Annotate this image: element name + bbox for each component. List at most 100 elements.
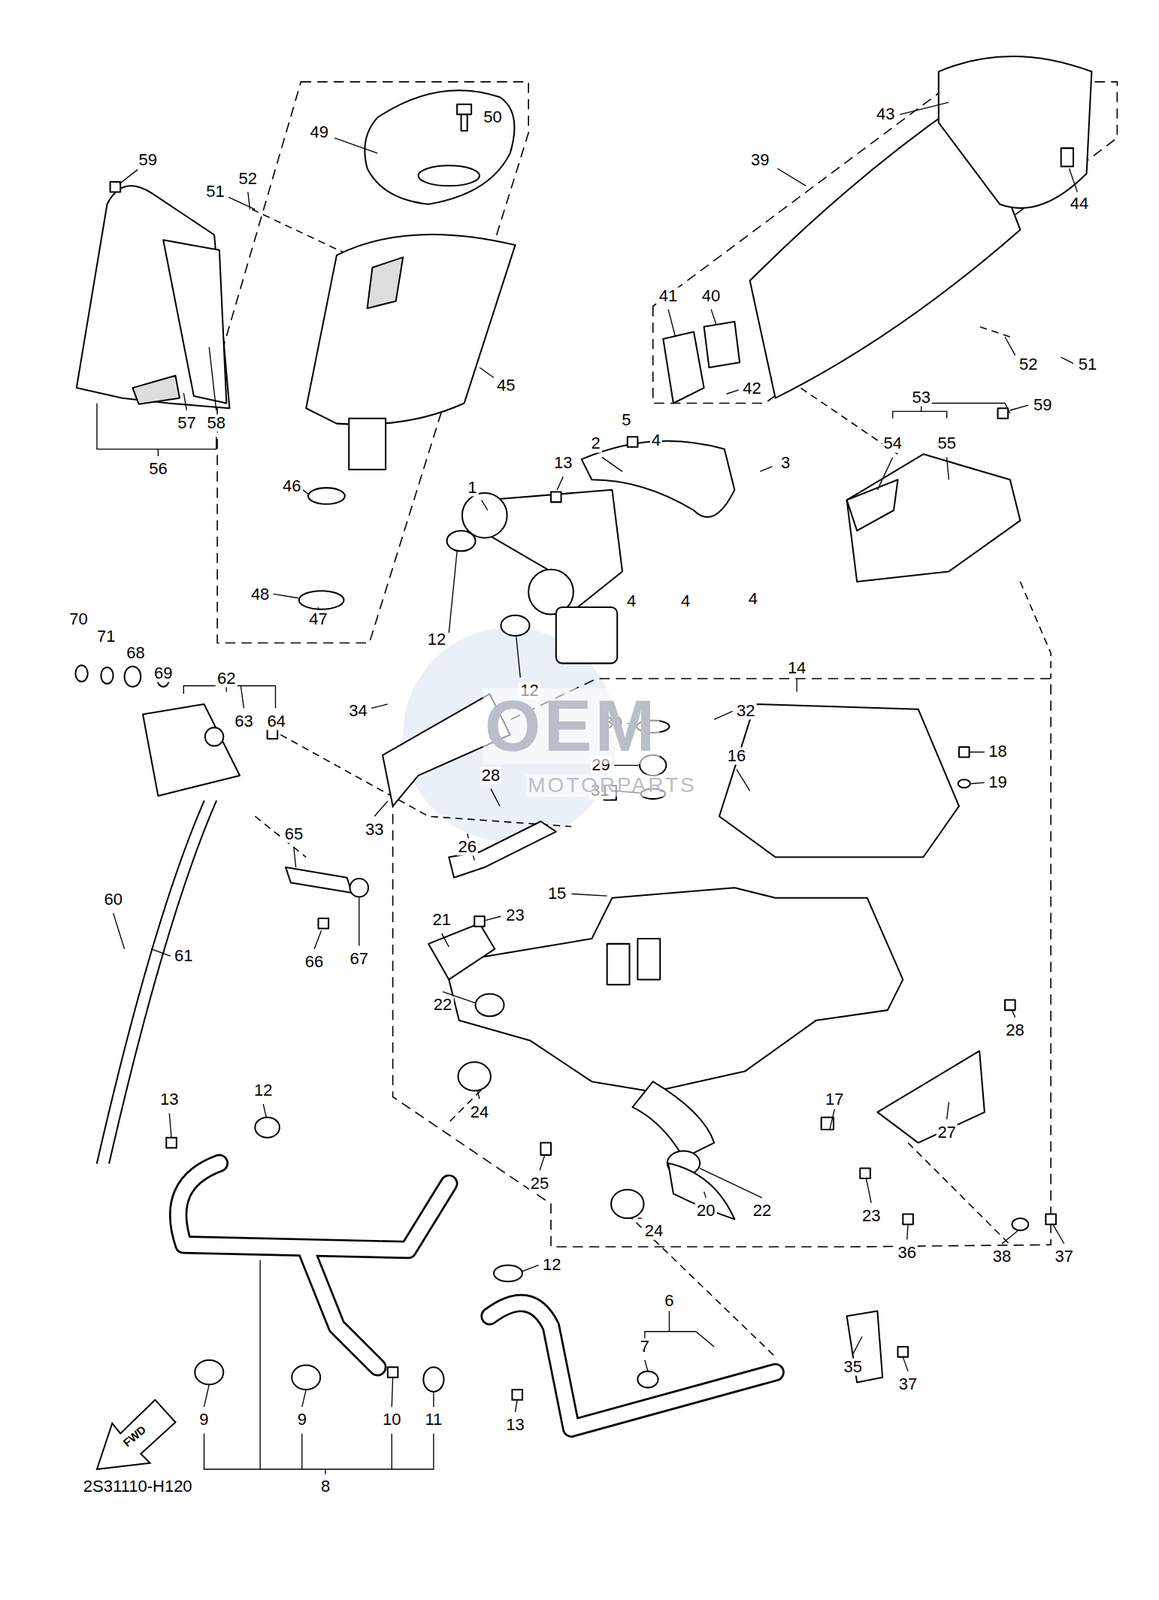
leader-line bbox=[556, 476, 563, 491]
leader-line bbox=[324, 1469, 326, 1475]
leader-line bbox=[736, 769, 751, 792]
callout-number: 3 bbox=[779, 454, 792, 473]
callout-number: 25 bbox=[529, 1174, 551, 1193]
pipe-fitting bbox=[423, 1367, 444, 1393]
leader-line bbox=[969, 751, 985, 753]
leader-line bbox=[637, 1217, 642, 1219]
leader-line bbox=[777, 168, 806, 186]
part-outline bbox=[205, 727, 224, 746]
part-outline bbox=[632, 1081, 715, 1159]
leader-line bbox=[699, 1168, 763, 1199]
leader-line bbox=[302, 490, 309, 494]
leader-line bbox=[1010, 405, 1029, 411]
leader-line bbox=[490, 789, 500, 807]
leader-line bbox=[263, 1104, 267, 1118]
leader-line bbox=[759, 466, 772, 473]
leader-line bbox=[1069, 168, 1078, 192]
callout-number: 40 bbox=[700, 287, 722, 305]
leader-line bbox=[865, 1178, 872, 1204]
part-outline bbox=[719, 704, 960, 858]
part-outline bbox=[447, 530, 476, 551]
part-outline bbox=[898, 1346, 909, 1358]
part-outline bbox=[637, 938, 660, 980]
callout-number: 63 bbox=[233, 712, 255, 730]
assembly-line bbox=[785, 378, 898, 455]
callout-number: 9 bbox=[197, 1411, 210, 1429]
part-outline bbox=[959, 747, 970, 758]
part-outline bbox=[611, 1189, 644, 1219]
part-outline bbox=[367, 257, 404, 309]
pipe bbox=[96, 801, 776, 1429]
pipe bbox=[96, 801, 205, 1164]
leader-line bbox=[892, 411, 948, 419]
leader-line bbox=[726, 390, 739, 394]
leader-line bbox=[183, 685, 276, 709]
pipe-fitting bbox=[291, 1364, 321, 1390]
leader-line bbox=[391, 1433, 393, 1470]
part-outline bbox=[1045, 1214, 1057, 1226]
callout-number: 21 bbox=[431, 911, 453, 930]
leader-line bbox=[203, 1384, 209, 1408]
leader-line bbox=[1004, 336, 1016, 355]
callout-number: 7 bbox=[638, 1337, 651, 1356]
leader-line bbox=[96, 102, 1078, 1475]
callout-number: 70 bbox=[67, 610, 89, 628]
leader-line bbox=[314, 930, 322, 949]
callout-number: 14 bbox=[786, 659, 808, 678]
callout-number: 4 bbox=[679, 592, 692, 610]
callout-number: 23 bbox=[504, 906, 526, 924]
leader-line bbox=[516, 636, 521, 678]
callout-number: 60 bbox=[102, 891, 124, 909]
part-outline bbox=[75, 665, 88, 682]
callout-number: 12 bbox=[541, 1256, 563, 1274]
part-outline bbox=[364, 90, 515, 205]
part-outline bbox=[662, 331, 704, 403]
leader-line bbox=[921, 402, 1011, 414]
leader-line bbox=[259, 1260, 261, 1470]
part-outline bbox=[627, 436, 639, 448]
callout-number: 27 bbox=[935, 1123, 957, 1141]
callout-number: 5 bbox=[620, 411, 633, 430]
pipe-fitting bbox=[194, 1360, 224, 1386]
callout-number: 35 bbox=[842, 1358, 864, 1376]
leader-line bbox=[248, 191, 251, 209]
part-outline bbox=[418, 165, 480, 186]
part-outline bbox=[1012, 1218, 1029, 1231]
callout-number: 69 bbox=[152, 664, 174, 682]
callout-number: 58 bbox=[205, 414, 227, 433]
callout-number: 34 bbox=[347, 702, 369, 721]
leader-line bbox=[96, 402, 217, 449]
callout-number: 38 bbox=[991, 1248, 1013, 1266]
callout-number: 22 bbox=[432, 995, 454, 1014]
callout-number: 17 bbox=[823, 1091, 845, 1109]
callout-number: 16 bbox=[726, 747, 748, 765]
leader-line bbox=[391, 1377, 393, 1408]
leader-line bbox=[947, 456, 950, 480]
callout-number: 28 bbox=[1004, 1021, 1026, 1039]
leader-line bbox=[293, 847, 297, 868]
callout-number: 13 bbox=[504, 1416, 526, 1435]
part-outline bbox=[448, 821, 557, 878]
leader-line bbox=[448, 550, 457, 633]
leader-line bbox=[971, 782, 985, 784]
leader-line bbox=[183, 393, 187, 411]
leader-line bbox=[877, 456, 893, 490]
callout-number: 48 bbox=[249, 586, 271, 604]
leader-line bbox=[481, 499, 488, 511]
callout-number: 44 bbox=[1068, 195, 1090, 213]
callout-number: 15 bbox=[546, 885, 568, 903]
leader-line bbox=[795, 678, 797, 693]
leader-line bbox=[829, 1109, 836, 1132]
pipe bbox=[178, 1163, 449, 1250]
forward-arrow bbox=[96, 1400, 176, 1470]
pipe-fitting bbox=[493, 1264, 523, 1282]
watermark: MOTORPARTS bbox=[526, 774, 698, 796]
part-outline bbox=[457, 1062, 491, 1091]
leader-line bbox=[273, 593, 299, 598]
part-outline bbox=[75, 56, 1092, 1383]
leader-line bbox=[1061, 357, 1074, 364]
callout-number: 71 bbox=[95, 627, 117, 645]
callout-number: 56 bbox=[147, 460, 169, 479]
leader-line bbox=[714, 711, 733, 720]
callout-number: 66 bbox=[303, 953, 325, 971]
